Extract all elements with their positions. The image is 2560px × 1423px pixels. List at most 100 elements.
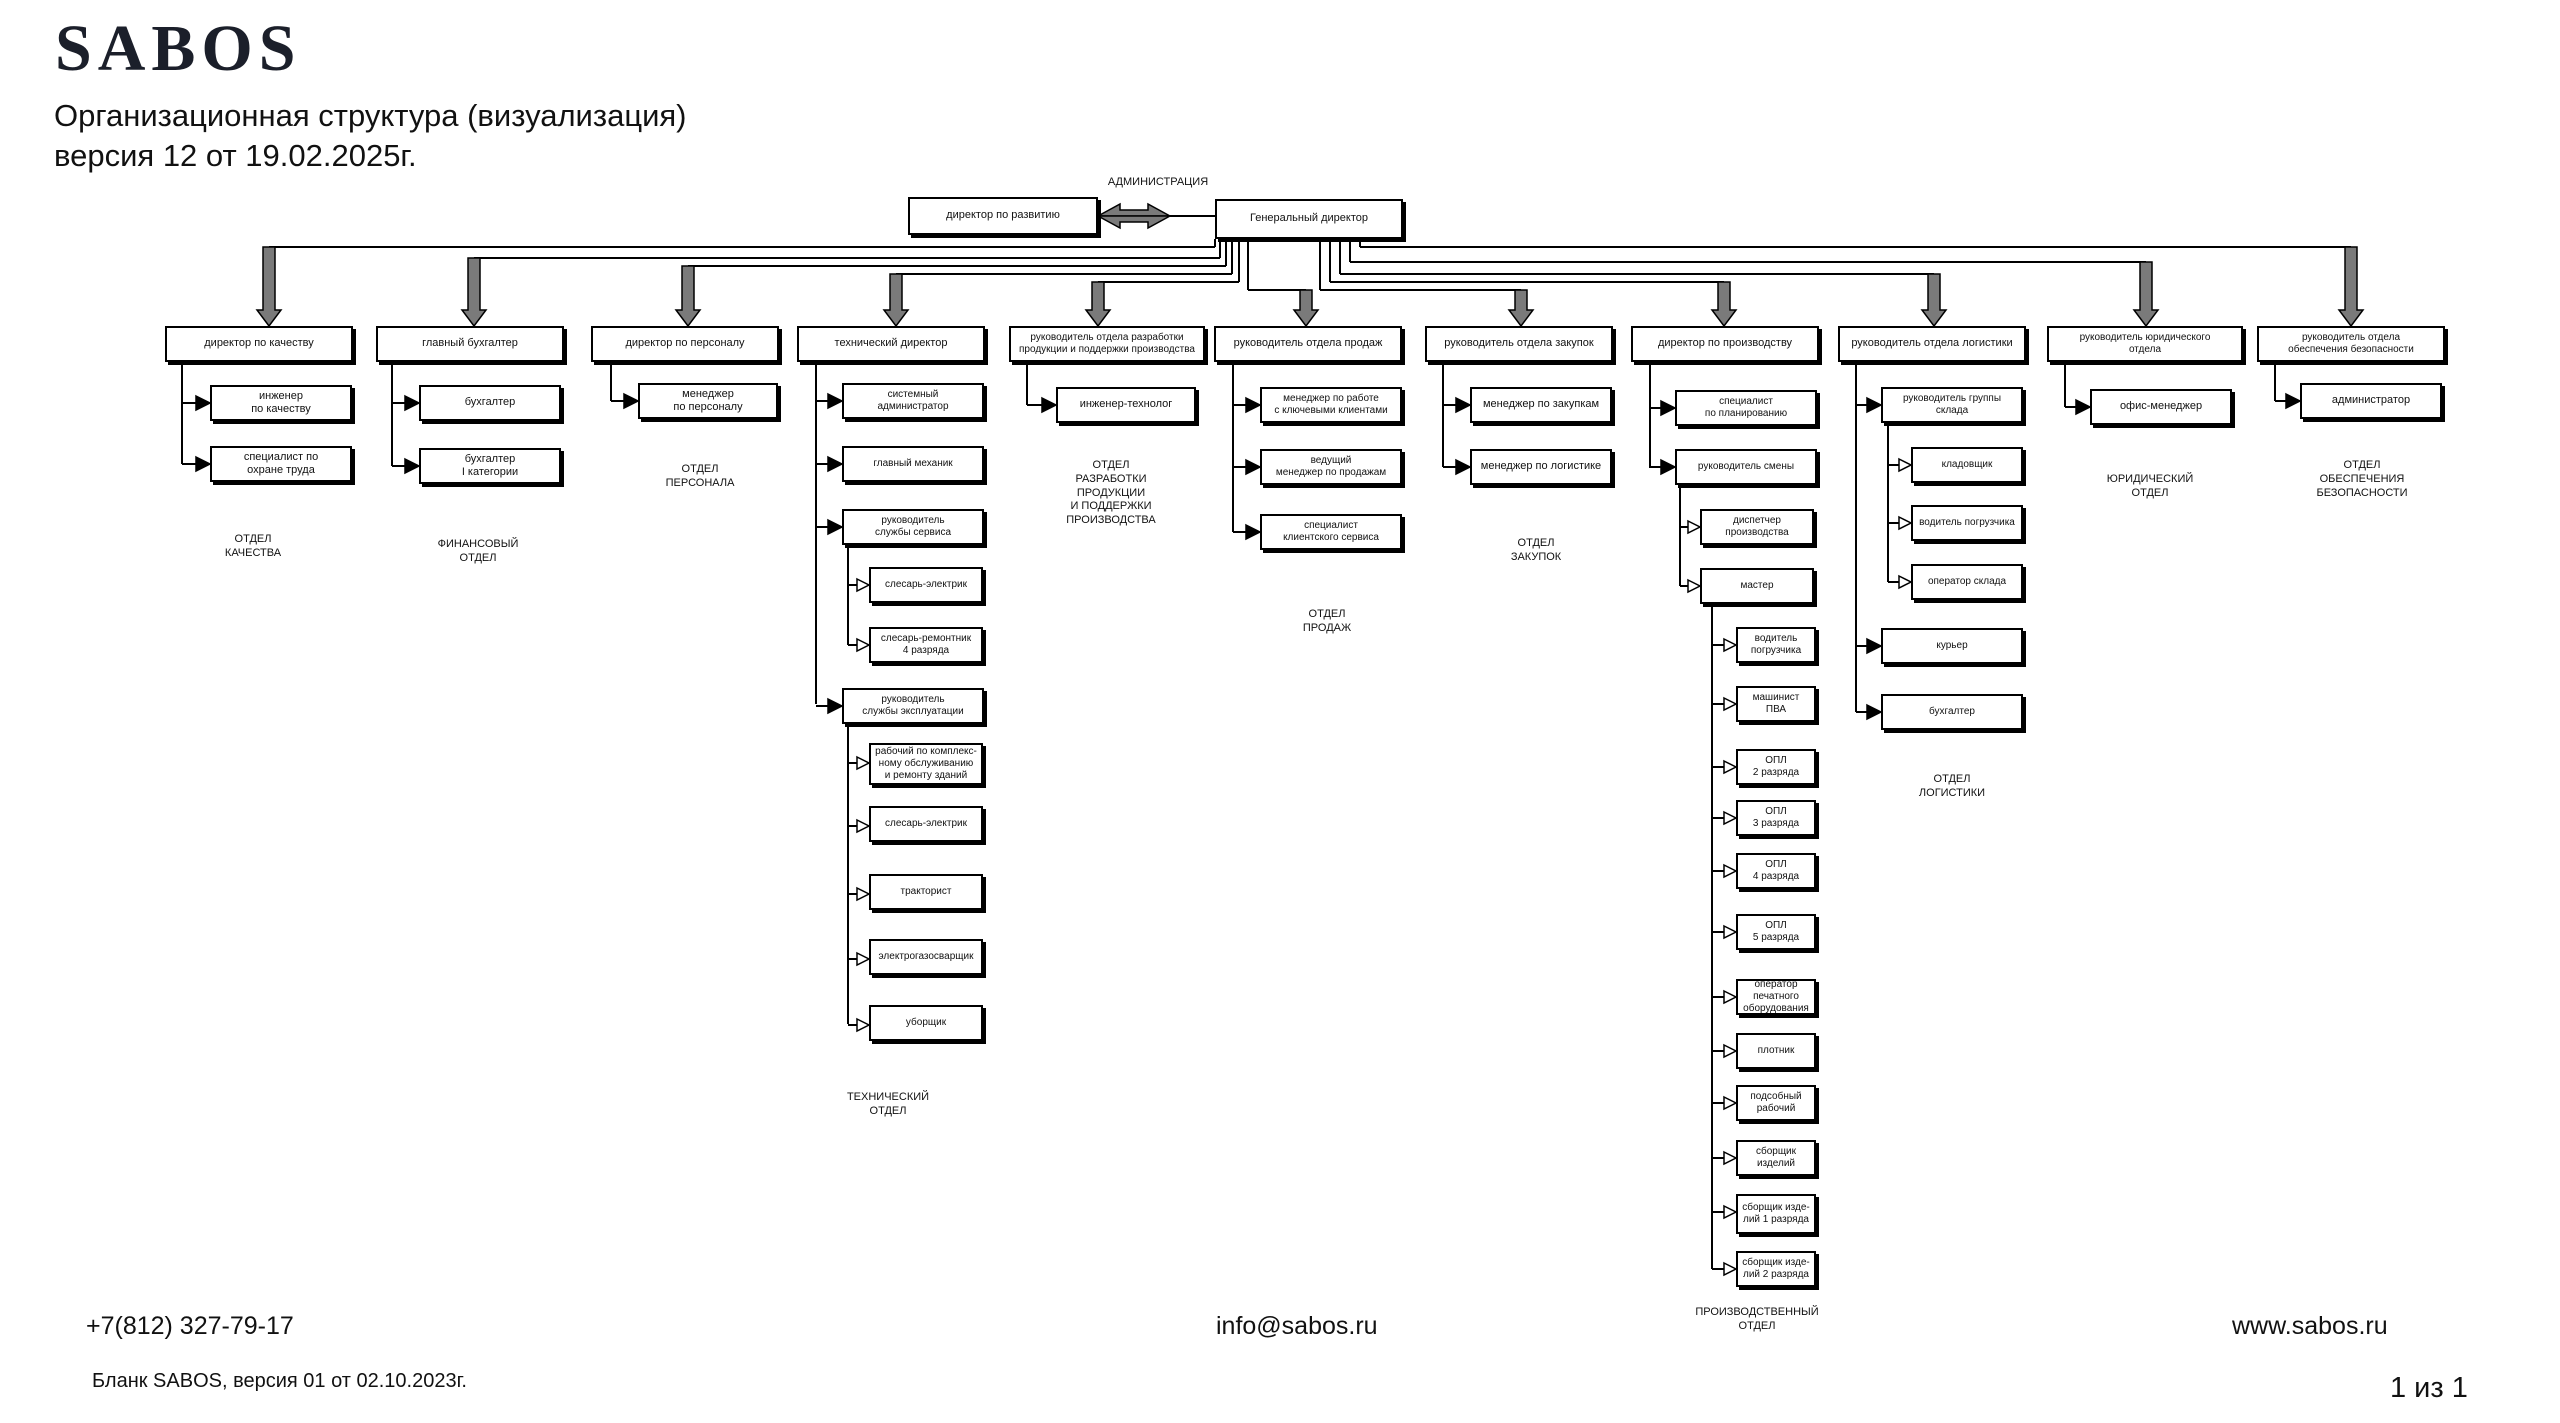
dev-director-box: директор по развитию xyxy=(908,197,1098,235)
staff-box: водитель погрузчика xyxy=(1736,627,1816,663)
staff-box: руководитель смены xyxy=(1675,449,1817,485)
down-arrow-icon xyxy=(2132,261,2160,328)
footer-email[interactable]: info@sabos.ru xyxy=(1216,1312,1378,1340)
staff-box: уборщик xyxy=(869,1005,983,1041)
right-arrow-icon xyxy=(1455,458,1472,476)
staff-box: руководитель группы склада xyxy=(1881,387,2023,423)
footer-blank-version: Бланк SABOS, версия 01 от 02.10.2023г. xyxy=(92,1370,467,1392)
dept-label: ПРОИЗВОДСТВЕННЫЙ ОТДЕЛ xyxy=(1695,1306,1819,1332)
head-box: руководитель отдела продаж xyxy=(1214,326,1402,362)
right-arrow-outline-icon xyxy=(1723,696,1738,712)
dept-label: ОТДЕЛ ПЕРСОНАЛА xyxy=(665,463,735,489)
staff-box: электрогазосварщик xyxy=(869,939,983,975)
head-box: руководитель отдела разработки продукции… xyxy=(1009,326,1205,362)
down-arrow-icon xyxy=(255,246,283,328)
double-arrow-icon xyxy=(1097,202,1171,217)
head-box: главный бухгалтер xyxy=(376,326,564,362)
page-title: Организационная структура (визуализация) xyxy=(54,98,687,133)
right-arrow-icon xyxy=(1245,396,1262,414)
dept-label: ОТДЕЛ КАЧЕСТВА xyxy=(224,533,282,559)
staff-box: водитель погрузчика xyxy=(1911,505,2023,541)
dept-label: ТЕХНИЧЕСКИЙ ОТДЕЛ xyxy=(846,1091,930,1117)
right-arrow-outline-icon xyxy=(1723,810,1738,826)
right-arrow-outline-icon xyxy=(856,637,871,653)
staff-box: мастер xyxy=(1700,568,1814,604)
staff-box: сборщик изде- лий 2 разряда xyxy=(1736,1251,1816,1287)
dept-label: ОТДЕЛ ЗАКУПОК xyxy=(1510,537,1562,563)
staff-box: ОПЛ 2 разряда xyxy=(1736,749,1816,785)
right-arrow-icon xyxy=(195,455,212,473)
page-number: 1 из 1 xyxy=(2390,1372,2468,1404)
staff-box: слесарь-ремонтник 4 разряда xyxy=(869,627,983,663)
staff-box: оператор склада xyxy=(1911,564,2023,600)
down-arrow-icon xyxy=(674,265,702,328)
staff-box: плотник xyxy=(1736,1033,1816,1069)
right-arrow-outline-icon xyxy=(1898,515,1913,531)
right-arrow-outline-icon xyxy=(856,951,871,967)
right-arrow-outline-icon xyxy=(856,886,871,902)
footer-website[interactable]: www.sabos.ru xyxy=(2232,1312,2388,1340)
right-arrow-icon xyxy=(404,457,421,475)
staff-box: ОПЛ 4 разряда xyxy=(1736,853,1816,889)
right-arrow-icon xyxy=(2285,392,2302,410)
right-arrow-outline-icon xyxy=(1723,1204,1738,1220)
right-arrow-icon xyxy=(1455,396,1472,414)
staff-box: диспетчер производства xyxy=(1700,509,1814,545)
right-arrow-icon xyxy=(623,392,640,410)
right-arrow-icon xyxy=(827,392,844,410)
staff-box: оператор печатного оборудования xyxy=(1736,979,1816,1015)
head-box: руководитель отдела обеспечения безопасн… xyxy=(2257,326,2445,362)
right-arrow-icon xyxy=(827,697,844,715)
right-arrow-outline-icon xyxy=(1723,863,1738,879)
staff-box: кладовщик xyxy=(1911,447,2023,483)
head-box: руководитель юридического отдела xyxy=(2047,326,2243,362)
head-box: руководитель отдела логистики xyxy=(1838,326,2026,362)
staff-box: главный механик xyxy=(842,446,984,482)
staff-box: бухгалтер xyxy=(419,385,561,421)
logo-text: SABOS xyxy=(55,18,301,76)
staff-box: курьер xyxy=(1881,628,2023,664)
right-arrow-outline-icon xyxy=(856,755,871,771)
head-box: технический директор xyxy=(797,326,985,362)
ceo-box: Генеральный директор xyxy=(1215,199,1403,239)
staff-box: руководитель службы сервиса xyxy=(842,509,984,545)
staff-box: сборщик изделий xyxy=(1736,1140,1816,1176)
down-arrow-icon xyxy=(460,257,488,328)
staff-box: машинист ПВА xyxy=(1736,686,1816,722)
staff-box: ведущий менеджер по продажам xyxy=(1260,449,1402,485)
right-arrow-outline-icon xyxy=(856,818,871,834)
down-arrow-icon xyxy=(1920,273,1948,328)
dept-label: ОТДЕЛ ЛОГИСТИКИ xyxy=(1918,773,1986,799)
right-arrow-outline-icon xyxy=(856,577,871,593)
right-arrow-outline-icon xyxy=(856,1017,871,1033)
right-arrow-icon xyxy=(1660,399,1677,417)
staff-box: рабочий по комплекс- ному обслуживанию и… xyxy=(869,743,983,785)
right-arrow-outline-icon xyxy=(1723,1261,1738,1277)
staff-box: ОПЛ 3 разряда xyxy=(1736,800,1816,836)
head-box: руководитель отдела закупок xyxy=(1425,326,1613,362)
right-arrow-outline-icon xyxy=(1898,574,1913,590)
staff-box: слесарь-электрик xyxy=(869,567,983,603)
head-box: директор по качеству xyxy=(165,326,353,362)
right-arrow-icon xyxy=(195,394,212,412)
right-arrow-outline-icon xyxy=(1723,924,1738,940)
right-arrow-outline-icon xyxy=(1723,989,1738,1005)
dept-label: ФИНАНСОВЫЙ ОТДЕЛ xyxy=(437,538,519,564)
right-arrow-icon xyxy=(1866,637,1883,655)
staff-box: бухгалтер xyxy=(1881,694,2023,730)
sabos-logo: SABOS xyxy=(55,18,301,76)
dept-label: ОТДЕЛ ОБЕСПЕЧЕНИЯ БЕЗОПАСНОСТИ xyxy=(2316,459,2408,499)
staff-box: менеджер по закупкам xyxy=(1470,387,1612,423)
staff-box: руководитель службы эксплуатации xyxy=(842,688,984,724)
right-arrow-icon xyxy=(1245,458,1262,476)
right-arrow-outline-icon xyxy=(1898,457,1913,473)
staff-box: слесарь-электрик xyxy=(869,806,983,842)
right-arrow-icon xyxy=(404,394,421,412)
footer-phone: +7(812) 327-79-17 xyxy=(86,1312,294,1340)
double-arrow-icon xyxy=(1097,215,1171,230)
staff-box: подсобный рабочий xyxy=(1736,1085,1816,1121)
staff-box: менеджер по работе с ключевыми клиентами xyxy=(1260,387,1402,423)
down-arrow-icon xyxy=(1507,289,1535,328)
staff-box: специалист по планированию xyxy=(1675,390,1817,426)
